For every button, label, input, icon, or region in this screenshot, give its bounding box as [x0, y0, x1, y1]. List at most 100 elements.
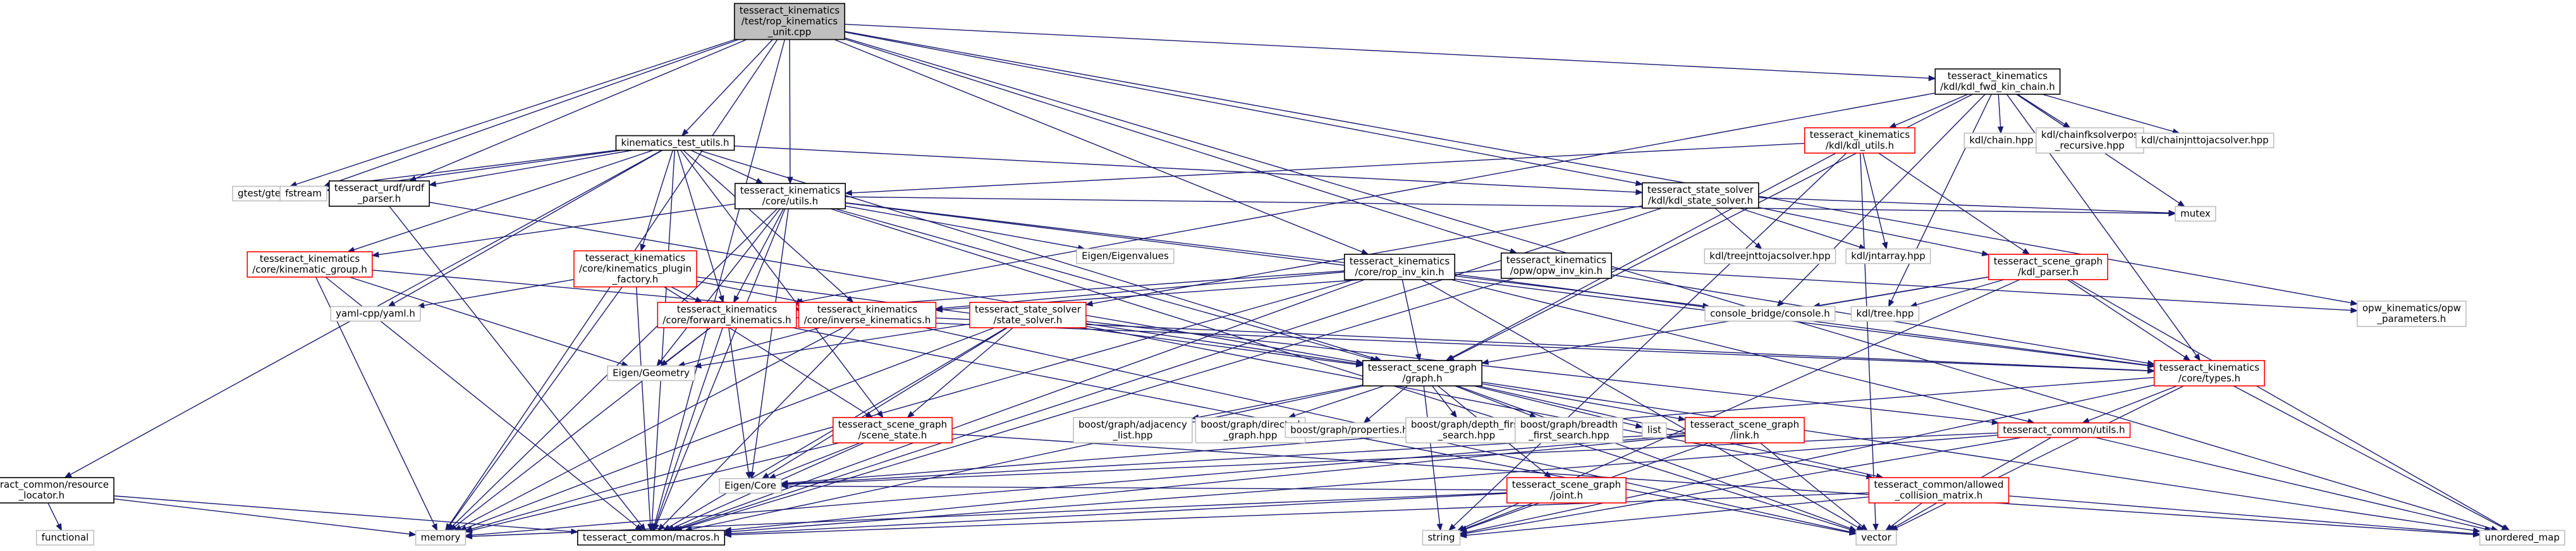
edge-kdl_state_solver-to-mutex [1758, 197, 2176, 216]
edge-line [1453, 152, 1847, 527]
node-box [798, 302, 937, 328]
node-label-line: boost/graph/breadth [1520, 419, 1618, 430]
node-yaml-cpp: yaml-cpp/yaml.h [330, 306, 421, 322]
arrowhead-icon [1635, 189, 1644, 195]
arrowhead-icon [1085, 300, 1094, 307]
arrowhead-icon [371, 251, 379, 258]
node-common-macros[interactable]: tesseract_common/macros.h [577, 529, 726, 546]
node-root[interactable]: tesseract_kinematics/test/rop_kinematics… [733, 3, 846, 40]
edge-core_utils-to-eigen_geometry [656, 208, 781, 367]
edge-scene_graph_graph-to-boost_directed_graph [1288, 385, 1384, 419]
edge-line [936, 317, 2148, 371]
arrowhead-icon [2063, 121, 2071, 128]
node-unordered-map: unordered_map [2479, 529, 2565, 546]
edge-line [1758, 197, 2170, 214]
node-box [1685, 417, 1805, 443]
node-kinematics-test-utils[interactable]: kinematics_test_utils.h [615, 135, 735, 151]
node-common-utils[interactable]: tesseract_common/utils.h [1997, 422, 2131, 438]
arrowhead-icon [1991, 419, 1999, 426]
node-box [2153, 360, 2266, 387]
node-scene-graph-joint[interactable]: tesseract_scene_graph/joint.h [1506, 477, 1627, 504]
node-box [657, 302, 797, 328]
node-box [1850, 306, 1920, 322]
edge-core_utils-to-eigen_core [749, 208, 789, 480]
edge-line [1451, 152, 1836, 358]
node-kdl-parser[interactable]: tesseract_scene_graph/kdl_parser.h [1988, 254, 2108, 280]
arrowhead-icon [2168, 209, 2176, 216]
node-allowed-collision-matrix[interactable]: tesseract_common/allowed_collision_matri… [1868, 477, 2010, 504]
edge-scene_graph_joint-to-memory [464, 492, 1507, 540]
node-box [607, 365, 695, 381]
edge-line [734, 145, 1637, 193]
node-box [2175, 206, 2216, 222]
node-scene-graph-graph[interactable]: tesseract_scene_graph/graph.h [1362, 360, 1482, 387]
node-label-line: tesseract_kinematics [740, 185, 841, 197]
edge-kdl_parser-to-kdl_tree [1909, 279, 2005, 308]
edge-line [1085, 323, 1357, 364]
edge-line [656, 208, 786, 525]
node-kdl-utils[interactable]: tesseract_kinematics/kdl/kdl_utils.h [1804, 127, 1916, 154]
node-state-solver[interactable]: tesseract_state_solver/state_solver.h [969, 302, 1087, 328]
arrowhead-icon [1355, 360, 1364, 367]
arrowhead-icon [388, 300, 396, 307]
node-label-line: tesseract_kinematics [1506, 254, 1607, 266]
edge-line [1198, 384, 1363, 418]
edge-line [2017, 94, 2065, 125]
edge-line [654, 39, 786, 525]
arrowhead-icon [755, 178, 764, 184]
node-label-line: tesseract_kinematics [260, 253, 360, 265]
node-kinematics-plugin-factory[interactable]: tesseract_kinematics/core/kinematics_plu… [573, 250, 697, 288]
node-label-line: tesseract_urdf/urdf [334, 182, 425, 194]
edge-kinematics_test_utils-to-scene_state [680, 150, 884, 419]
node-rop-inv-kin[interactable]: tesseract_kinematics/core/rop_inv_kin.h [1343, 254, 1456, 280]
node-label-line: tesseract_kinematics [1350, 256, 1450, 268]
node-box [1642, 422, 1667, 438]
node-kinematic-group[interactable]: tesseract_kinematics/core/kinematic_grou… [247, 251, 373, 278]
edge-line [1895, 94, 1969, 126]
node-opw-inv-kin[interactable]: tesseract_kinematics/opw/opw_inv_kin.h [1500, 252, 1613, 279]
edge-line [1482, 383, 1680, 419]
edge-line [1878, 152, 2025, 252]
arrowhead-icon [2147, 368, 2156, 374]
node-scene-state[interactable]: tesseract_scene_graph/scene_state.h [833, 417, 953, 443]
node-box [1855, 529, 1897, 546]
node-core-types[interactable]: tesseract_kinematics/core/types.h [2153, 360, 2266, 387]
node-box [2357, 300, 2467, 327]
edge-line [1432, 385, 1453, 413]
edge-scene_graph_graph-to-unordered_map [1482, 381, 2481, 534]
node-box [279, 185, 327, 202]
arrowhead-icon [681, 128, 689, 137]
edge-scene_state-to-eigen_core [768, 442, 861, 480]
edge-line [802, 92, 1936, 302]
edge-line [1294, 385, 1384, 416]
edge-scene_graph_joint-to-string [1459, 502, 1534, 531]
edge-scene_graph_graph-to-boost_adjacency_list [1191, 384, 1363, 421]
node-kdl-state-solver[interactable]: tesseract_state_solver/kdl/kdl_state_sol… [1642, 182, 1759, 209]
edge-line [1423, 385, 1441, 524]
node-resource-locator[interactable]: tesseract_common/resource_locator.h [0, 477, 114, 504]
arrowhead-icon [428, 181, 437, 187]
arrowhead-icon [1415, 353, 1422, 362]
node-label-line: kdl/chainfksolverpos [2041, 129, 2139, 140]
node-label-line: kdl/tree.hpp [1857, 308, 1914, 319]
node-label-line: kdl/jntarray.hpp [1851, 251, 1926, 262]
arrowhead-icon [449, 524, 457, 531]
edge-line [1368, 385, 1408, 419]
arrowhead-icon [1635, 423, 1644, 429]
node-label-line: _list.hpp [1113, 430, 1153, 442]
arrowhead-icon [1776, 299, 1785, 307]
node-kdl-fwd-kin-chain[interactable]: tesseract_kinematics/kdl/kdl_fwd_kin_cha… [1934, 68, 2061, 95]
node-scene-graph-link[interactable]: tesseract_scene_graph/link.h [1685, 417, 1805, 443]
node-forward-kinematics[interactable]: tesseract_kinematics/core/forward_kinema… [657, 302, 797, 328]
node-inverse-kinematics[interactable]: tesseract_kinematics/core/inverse_kinema… [798, 302, 937, 328]
edge-line [1896, 385, 2184, 528]
node-core-utils[interactable]: tesseract_kinematics/core/utils.h [734, 183, 846, 209]
arrowhead-icon [1848, 525, 1857, 531]
node-label-line: tesseract_kinematics [1948, 70, 2048, 82]
arrowhead-icon [464, 533, 473, 540]
edge-line [435, 149, 633, 185]
node-label-line: tesseract_scene_graph [1994, 256, 2103, 268]
node-label-line: tesseract_scene_graph [1690, 419, 1799, 431]
node-urdf-parser[interactable]: tesseract_urdf/urdf_parser.h [328, 180, 430, 207]
